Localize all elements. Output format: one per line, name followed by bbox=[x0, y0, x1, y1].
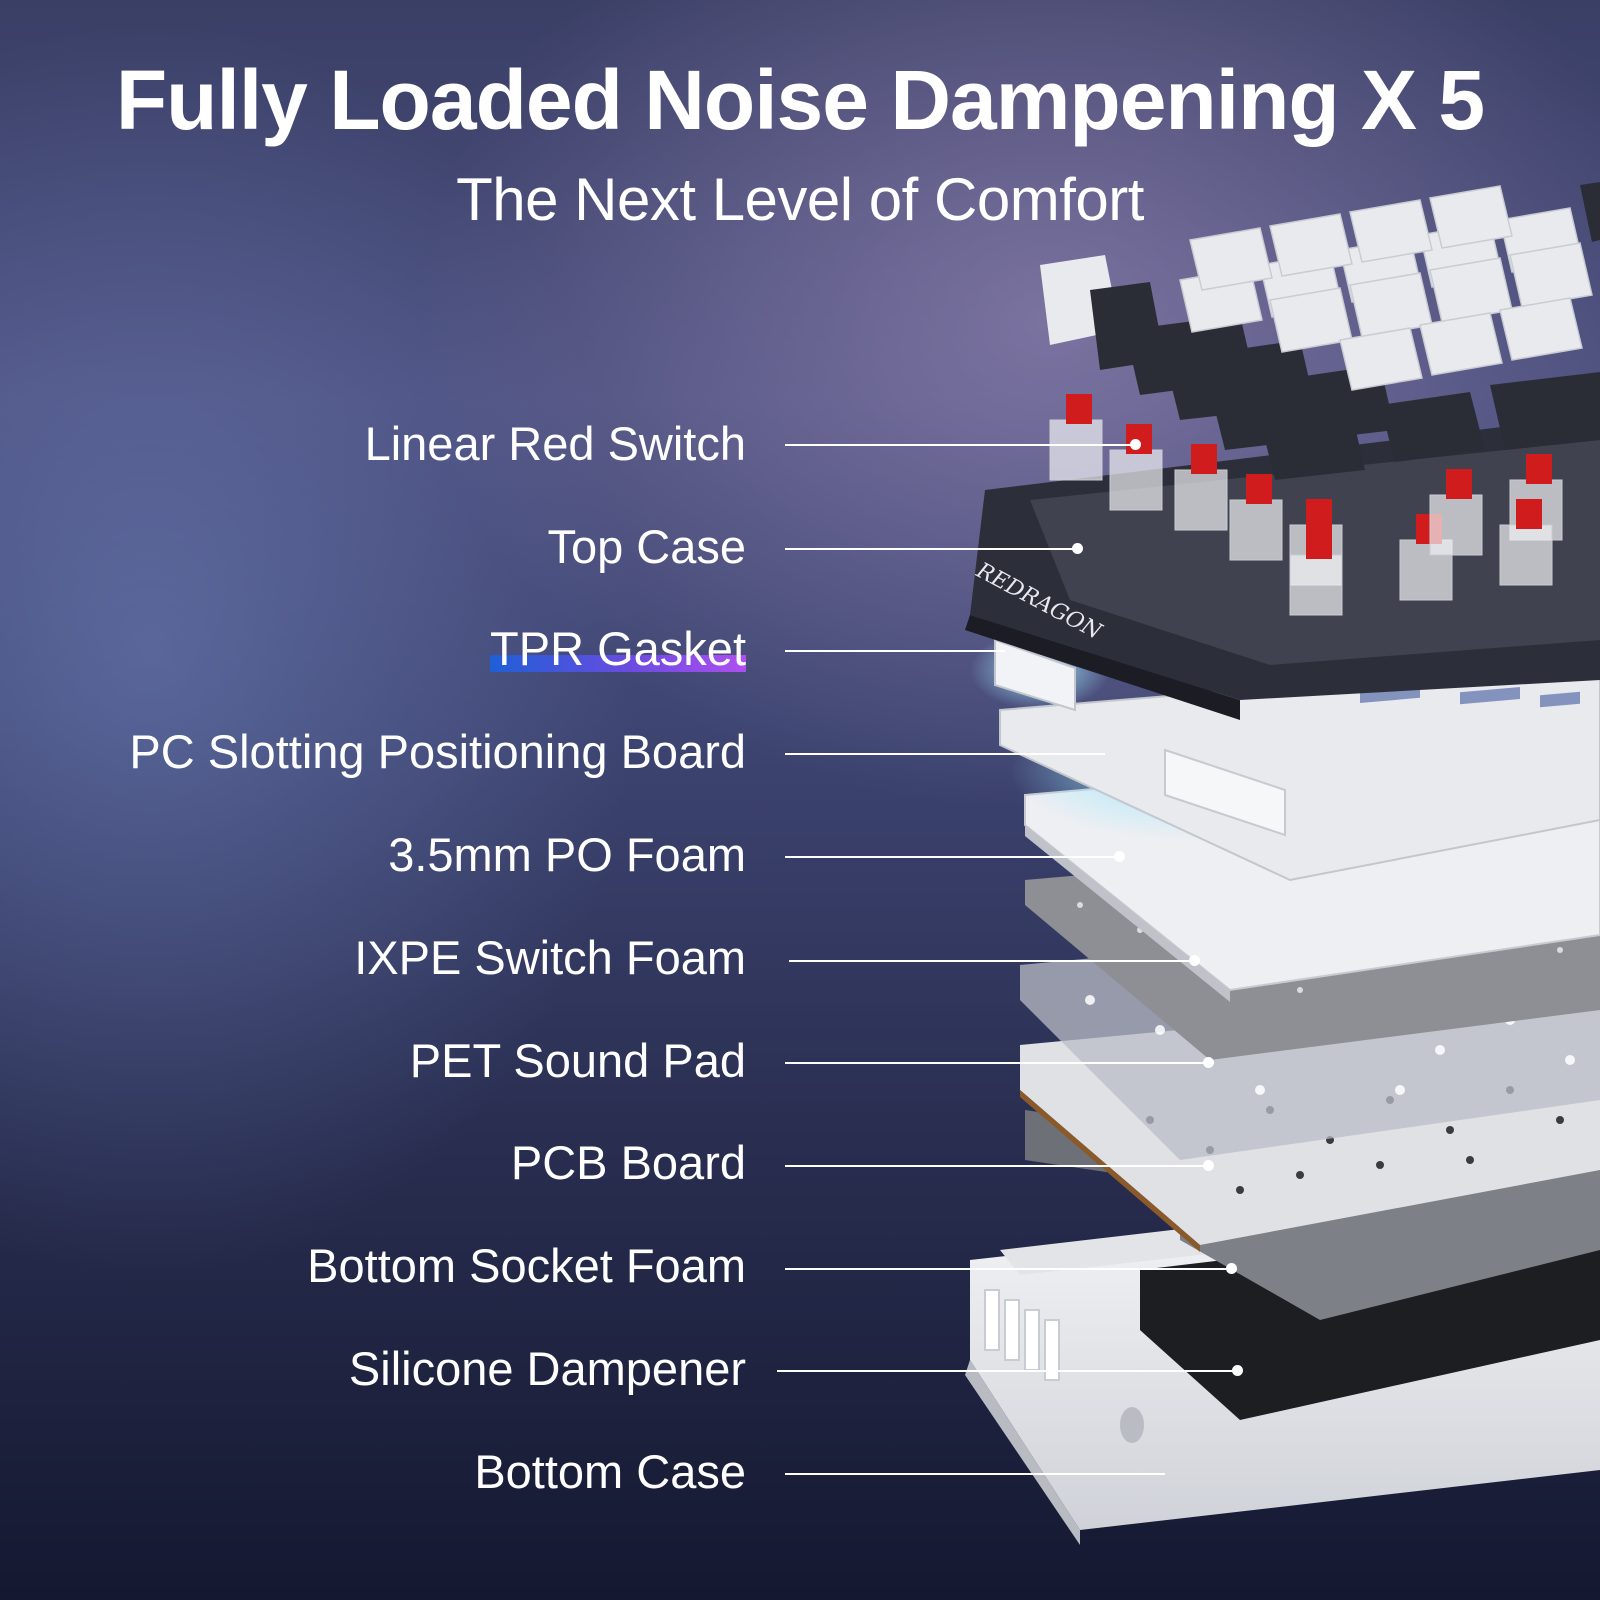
layer-label-pc-positioning-board: PC Slotting Positioning Board bbox=[129, 725, 746, 778]
leader-line bbox=[785, 1165, 1209, 1167]
leader-dot bbox=[1203, 1057, 1214, 1068]
leader-line bbox=[785, 650, 1005, 652]
layer-label-ixpe-switch-foam: IXPE Switch Foam bbox=[354, 931, 746, 984]
leader-line bbox=[789, 960, 1197, 962]
leader-dot bbox=[1189, 955, 1200, 966]
layer-label-top-case: Top Case bbox=[547, 520, 746, 573]
leader-dot bbox=[1130, 439, 1141, 450]
leader-dot bbox=[1203, 1160, 1214, 1171]
leader-line bbox=[777, 1370, 1237, 1372]
layer-label-pet-sound-pad: PET Sound Pad bbox=[409, 1034, 746, 1087]
keycaps-art bbox=[1040, 182, 1600, 480]
layer-label-linear-red-switch: Linear Red Switch bbox=[364, 417, 746, 470]
leader-dot bbox=[1232, 1365, 1243, 1376]
leader-line bbox=[785, 856, 1119, 858]
layer-label-bottom-socket-foam: Bottom Socket Foam bbox=[307, 1239, 746, 1292]
layer-label-bottom-case: Bottom Case bbox=[474, 1445, 746, 1498]
subheadline: The Next Level of Comfort bbox=[456, 166, 1144, 233]
leader-line bbox=[785, 1062, 1209, 1064]
switch-art bbox=[1049, 394, 1103, 481]
headline: Fully Loaded Noise Dampening X 5 bbox=[115, 53, 1485, 147]
leader-line bbox=[785, 1268, 1232, 1270]
leader-line bbox=[785, 1473, 1165, 1475]
leader-dot bbox=[1114, 851, 1125, 862]
layer-label-tpr-gasket: TPR Gasket bbox=[490, 622, 746, 675]
layer-label-pcb-board: PCB Board bbox=[510, 1136, 746, 1189]
leader-line bbox=[785, 548, 1078, 550]
layer-label-po-foam: 3.5mm PO Foam bbox=[388, 828, 746, 881]
switch-array-art bbox=[1049, 394, 1563, 616]
leader-dot bbox=[1226, 1263, 1237, 1274]
layer-label-silicone-dampener: Silicone Dampener bbox=[348, 1342, 746, 1395]
leader-dot bbox=[1072, 543, 1083, 554]
leader-line bbox=[785, 753, 1105, 755]
leader-line bbox=[785, 444, 1136, 446]
